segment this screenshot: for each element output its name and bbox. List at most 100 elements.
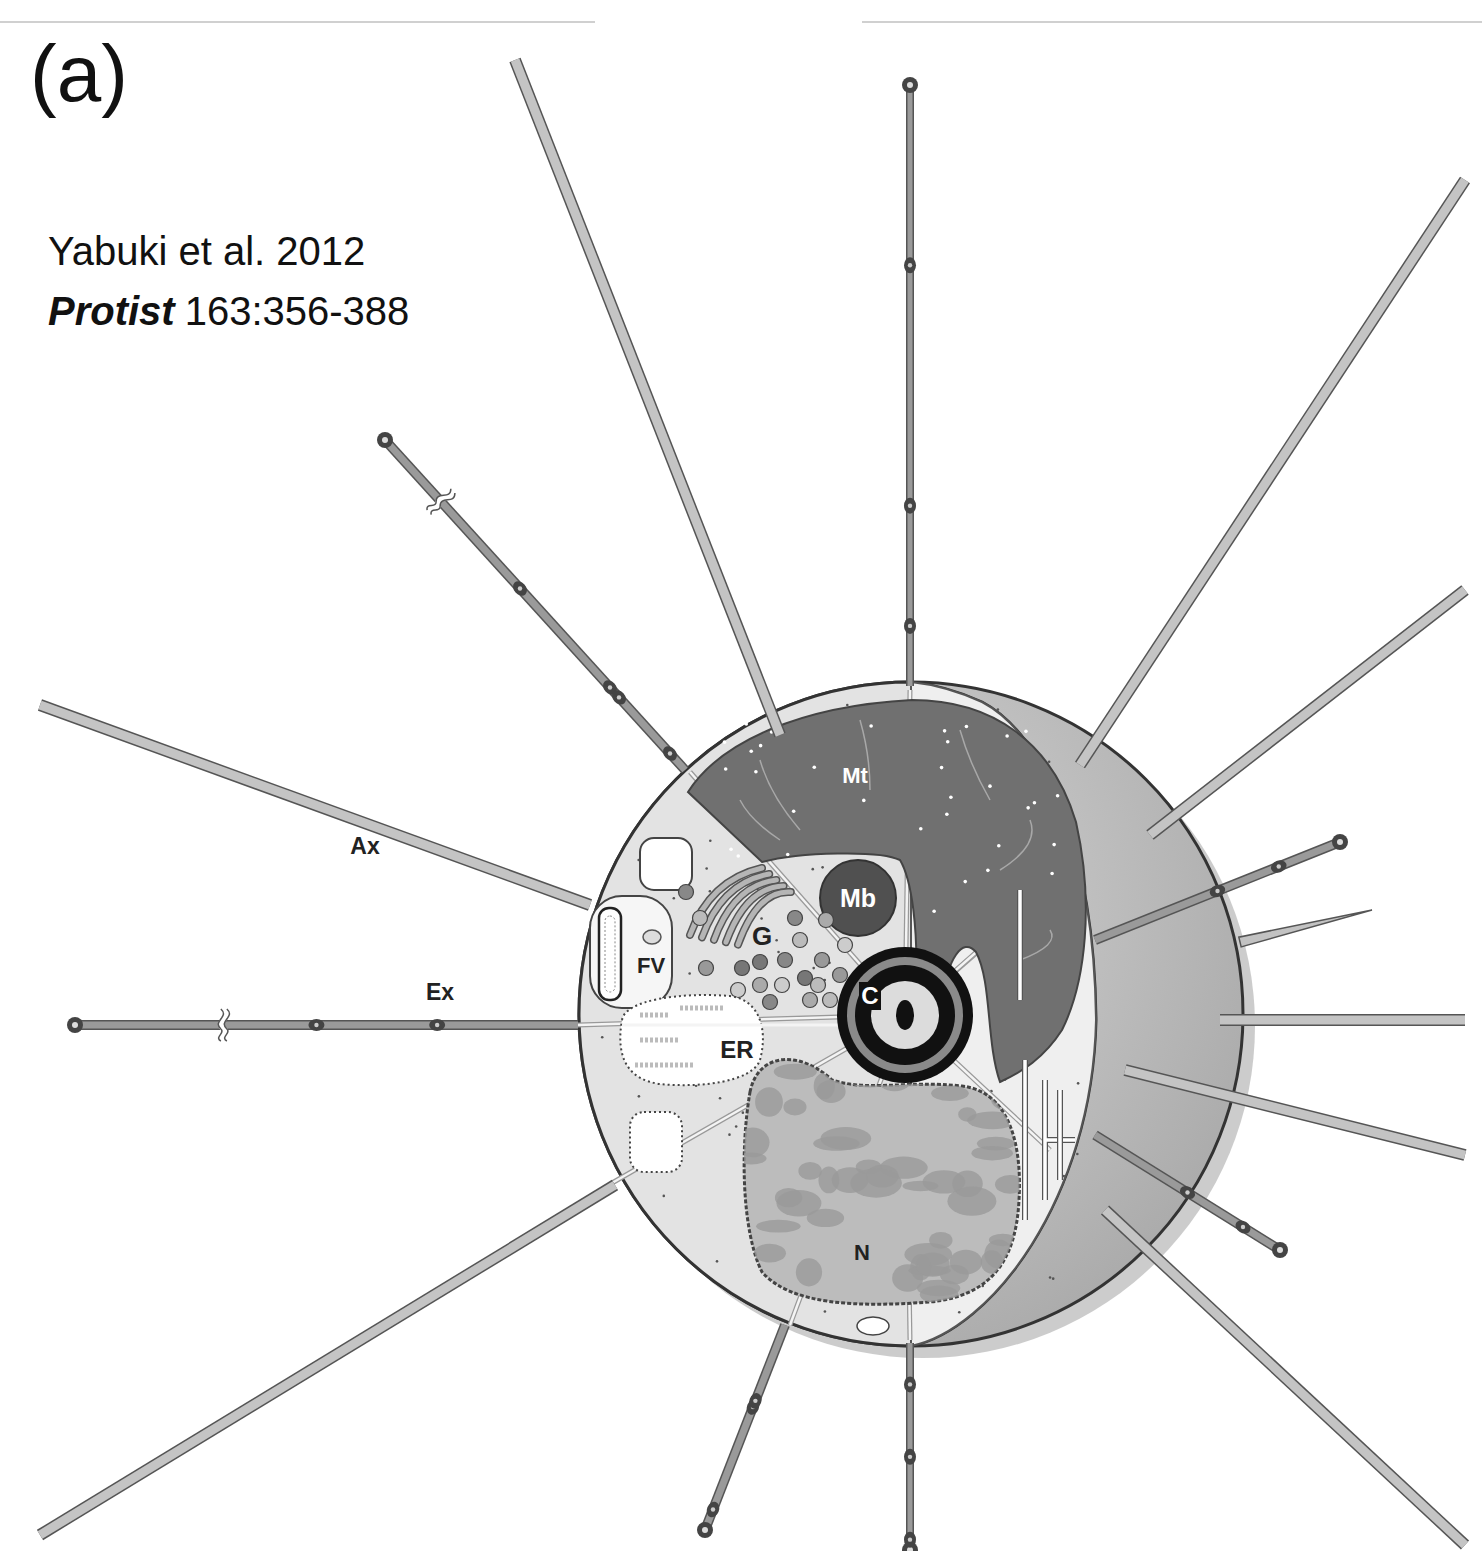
structure-label: C <box>859 982 880 1010</box>
er-cisterna <box>620 995 763 1085</box>
extrusome <box>904 1449 916 1465</box>
matrix-granule <box>786 853 790 857</box>
extrusome-center <box>435 1023 439 1027</box>
golgi-vesicle <box>778 953 793 968</box>
chromatin-patch <box>967 1112 1018 1130</box>
extrusome <box>747 1391 764 1410</box>
ribosome-dot <box>638 1095 641 1098</box>
axopodium-shaft <box>1125 1070 1465 1155</box>
citation-pages: 163:356-388 <box>185 288 410 334</box>
extrusome <box>904 498 916 514</box>
extrusome-center <box>518 586 522 590</box>
golgi-vesicle <box>699 961 714 976</box>
extrusome-center <box>908 624 912 628</box>
axopodia <box>40 60 1465 1551</box>
extrusome-center <box>908 263 912 267</box>
axopodium-outline <box>1080 180 1465 765</box>
axopodium-shaft <box>908 1343 913 1550</box>
chromatin-patch <box>798 1162 821 1180</box>
structure-label: ER <box>720 1036 753 1064</box>
ribosome-dot <box>735 1125 738 1128</box>
matrix-granule <box>754 770 758 774</box>
chromatin <box>736 1064 1029 1313</box>
ribosome-dot <box>705 867 708 870</box>
extrusome <box>1178 1183 1198 1202</box>
matrix-granule <box>1050 872 1054 876</box>
extrusome <box>308 1019 324 1031</box>
tubule-outline <box>1057 1090 1063 1180</box>
vacuole <box>630 1112 682 1172</box>
extrusome <box>609 687 629 707</box>
axopodium <box>1125 1070 1465 1155</box>
axopodium-tip <box>1239 910 1372 947</box>
vacuole <box>857 1317 889 1335</box>
axopodium <box>1239 910 1372 947</box>
chromatin-patch <box>991 1087 1028 1111</box>
axopodium-with-extrusomes <box>902 1343 918 1551</box>
axopodium-outline <box>1150 590 1465 835</box>
matrix-granule <box>1024 730 1028 734</box>
chromatin-patch <box>981 1250 1003 1273</box>
matrix-granule <box>729 847 733 851</box>
ribosome-dot <box>601 1036 604 1039</box>
centroplast <box>837 947 973 1083</box>
golgi-vesicle <box>763 995 778 1010</box>
ribosome-dot <box>824 1310 827 1313</box>
break-line <box>425 487 456 517</box>
axopodium <box>1220 1020 1465 1021</box>
ribosome-dot <box>1049 1276 1052 1279</box>
er-lumen-texture <box>680 1006 725 1011</box>
extrusome-knob <box>1332 834 1348 850</box>
matrix-granule <box>945 812 949 816</box>
extrusome-knob-center <box>907 82 913 88</box>
chromatin-patch <box>820 1127 871 1150</box>
ribosome-dot <box>997 708 1000 711</box>
structure-label: N <box>854 1240 870 1265</box>
matrix-granule <box>1026 806 1030 810</box>
ribosome-dot <box>760 917 763 920</box>
extrusome-center <box>608 685 612 689</box>
axopodium-outline <box>385 440 685 770</box>
chromatin-patch <box>807 1209 844 1227</box>
extrusome-center <box>908 1382 912 1386</box>
crista-line <box>960 730 990 800</box>
axopodium <box>1105 1210 1465 1545</box>
golgi-vesicle <box>693 911 708 926</box>
extrusome-center <box>1277 864 1281 868</box>
extrusome-knob-center <box>1337 839 1343 845</box>
chromatin-patch <box>989 1234 1017 1246</box>
chromatin-patch <box>902 1181 938 1192</box>
matrix-granule <box>997 844 1001 848</box>
nucleus <box>744 1059 1019 1304</box>
ribosome-dot <box>728 1133 731 1136</box>
citation-journal: Protist <box>48 288 175 334</box>
golgi-vesicle <box>833 968 848 983</box>
extrusome-center <box>314 1023 318 1027</box>
golgi-vesicle <box>735 961 750 976</box>
ribosome-dot <box>709 890 712 893</box>
ribosome-dot <box>695 1084 698 1087</box>
chromatin-patch <box>850 1168 902 1197</box>
chromatin-patch <box>950 1250 982 1275</box>
extrusome-center <box>1185 1190 1189 1194</box>
chromatin-patch <box>929 1232 952 1249</box>
extrusome <box>429 1019 445 1031</box>
extrusome <box>1208 882 1227 899</box>
chromatin-patch <box>754 1244 786 1263</box>
matrix-granule <box>724 767 728 771</box>
separator-line <box>862 21 1482 23</box>
chromatin-patch <box>736 1128 770 1158</box>
matrix-granule <box>1005 734 1009 738</box>
axopodium-with-extrusomes <box>902 77 918 686</box>
axopodium-outline <box>906 1343 914 1550</box>
matrix-granule <box>943 729 947 733</box>
food-particle <box>643 930 661 944</box>
matrix-granule <box>940 766 944 770</box>
matrix-granule <box>965 725 969 729</box>
structure-label: Mb <box>840 884 876 913</box>
chromatin-patch <box>971 1146 1012 1161</box>
extrusome-center <box>617 695 621 699</box>
chromatin-patch <box>783 1099 806 1116</box>
axopodium-shaft <box>705 1325 785 1530</box>
chromatin-patch <box>755 1087 783 1117</box>
